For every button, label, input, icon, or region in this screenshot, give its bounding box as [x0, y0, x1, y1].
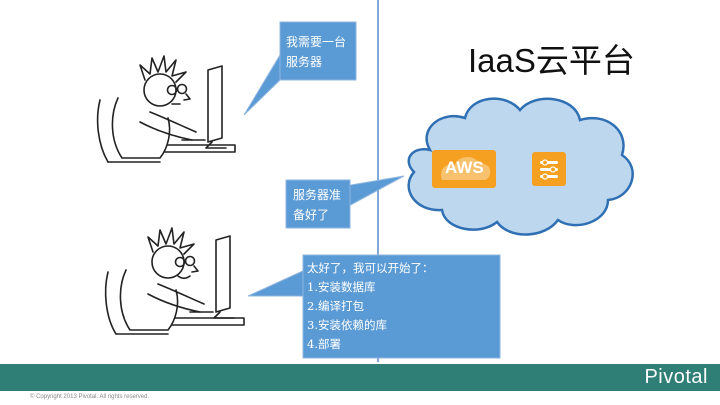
pivotal-logo: Pivotal [644, 366, 708, 388]
person-at-computer-bottom [104, 227, 245, 335]
bubble-ready-text: 服务器准备好了 [293, 188, 342, 222]
cloud-provider-logo [532, 152, 566, 186]
speech-bubble-steps [247, 254, 501, 359]
step-item: 1.安装数据库 [307, 280, 376, 294]
step-item: 4.部署 [307, 337, 341, 351]
footer-bar [0, 364, 720, 391]
person-at-computer-top [96, 55, 236, 163]
step-item: 3.安装依赖的库 [307, 318, 387, 332]
speech-bubble-ready [285, 175, 405, 229]
aws-logo [432, 150, 496, 188]
bubble-steps-text: 太好了，我可以开始了： 1.安装数据库 2.编译打包 3.安装依赖的库 4.部署 [307, 259, 497, 354]
slide-title: IaaS云平台 [468, 42, 635, 79]
bubble-request-text: 我需要一台服务器 [286, 35, 347, 69]
cloud-shape [407, 97, 634, 236]
speech-bubble-request [243, 21, 357, 116]
copyright-text: © Copyright 2013 Pivotal. All rights res… [30, 394, 150, 400]
aws-logo-label: AWS [445, 158, 484, 177]
step-item: 2.编译打包 [307, 299, 364, 313]
steps-intro: 太好了，我可以开始了： [307, 261, 434, 275]
